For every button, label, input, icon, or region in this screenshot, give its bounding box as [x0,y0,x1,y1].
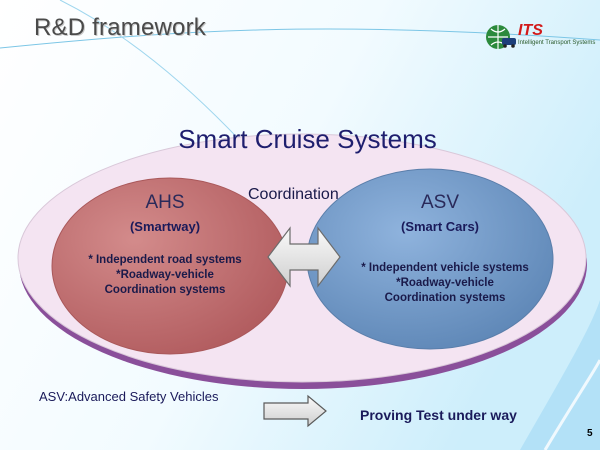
double-arrow-icon [267,226,341,288]
ahs-title: AHS [145,192,185,213]
asv-list-item: *Roadway-vehicle [396,277,494,289]
logo-subtitle: Intelligent Transport Systems [518,40,596,46]
abbreviation-note: ASV:Advanced Safety Vehicles [39,389,219,404]
asv-list-item: Coordination systems [384,292,506,304]
car-icon [502,38,516,45]
ahs-list-item: * Independent road systems [88,254,242,266]
asv-list-item: * Independent vehicle systems [361,262,529,274]
diagram-title: Smart Cruise Systems [178,124,437,154]
asv-list: * Independent vehicle systems *Roadway-v… [340,261,550,306]
ahs-list: * Independent road systems *Roadway-vehi… [65,253,265,298]
asv-subtitle: (Smart Cars) [400,219,480,234]
coordination-label: Coordination [248,186,339,203]
its-logo [486,25,516,49]
ahs-list-item: Coordination systems [104,284,226,296]
slide-title: R&D framework [34,14,206,41]
right-arrow-icon [263,394,327,428]
ahs-list-item: *Roadway-vehicle [116,269,214,281]
status-text: Proving Test under way [360,407,517,423]
asv-title: ASV [420,192,460,213]
logo-name: ITS [518,22,543,39]
ahs-subtitle: (Smartway) [129,219,201,234]
page-number: 5 [587,428,593,439]
swoosh-corner-fill [520,300,600,450]
